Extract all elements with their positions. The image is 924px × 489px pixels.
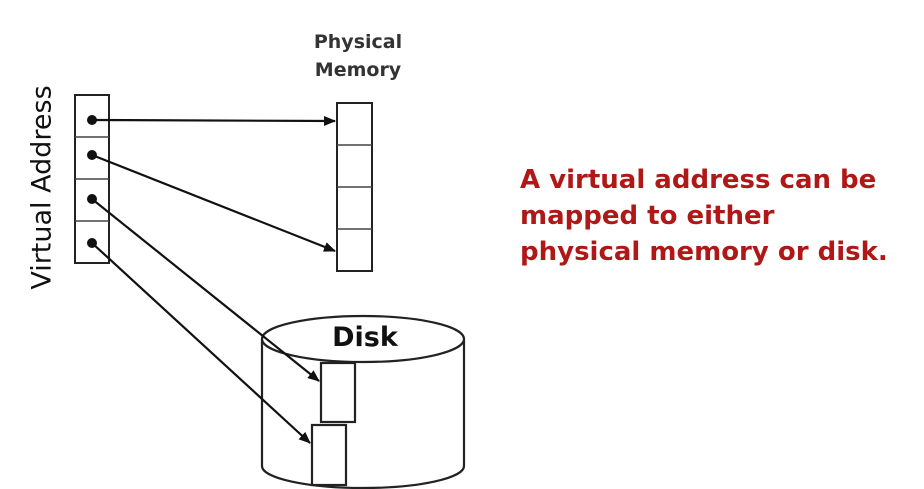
disk-block-lower: [310, 423, 348, 487]
disk-label: Disk: [332, 322, 398, 353]
physical-memory-table: [336, 102, 373, 272]
caption-line: A virtual address can be: [520, 165, 877, 195]
virtual-slot-4-dot: [87, 238, 97, 248]
mapping-arrow-to-physical-slot-4: [91, 153, 336, 253]
virtual-address-label: Virtual Address: [26, 84, 58, 290]
physical-memory-label-line: Memory: [314, 59, 402, 81]
virtual-slot-3-dot: [87, 194, 97, 204]
mapping-arrow-to-physical-slot-1: [91, 115, 336, 126]
virtual-slot-1-dot: [87, 115, 97, 125]
mapping-arrows: [91, 115, 336, 444]
virtual-slot-2-dot: [87, 150, 97, 160]
physical-memory-label-line: Physical: [313, 31, 403, 53]
disk-top: [260, 314, 466, 364]
caption-line: physical memory or disk.: [520, 237, 888, 267]
mapping-arrow-to-disk-block-lower: [91, 242, 311, 444]
virtual-address-label-wrap: Virtual Address: [22, 62, 62, 312]
caption-line: mapped to either: [520, 201, 775, 231]
disk-block-upper: [319, 361, 357, 424]
caption-text: A virtual address can be mapped to eithe…: [520, 162, 920, 270]
arrow-origin-dots: [87, 115, 97, 248]
mapping-arrow-to-disk-block-upper: [91, 198, 320, 382]
physical-memory-label: Physical Memory: [298, 28, 418, 84]
